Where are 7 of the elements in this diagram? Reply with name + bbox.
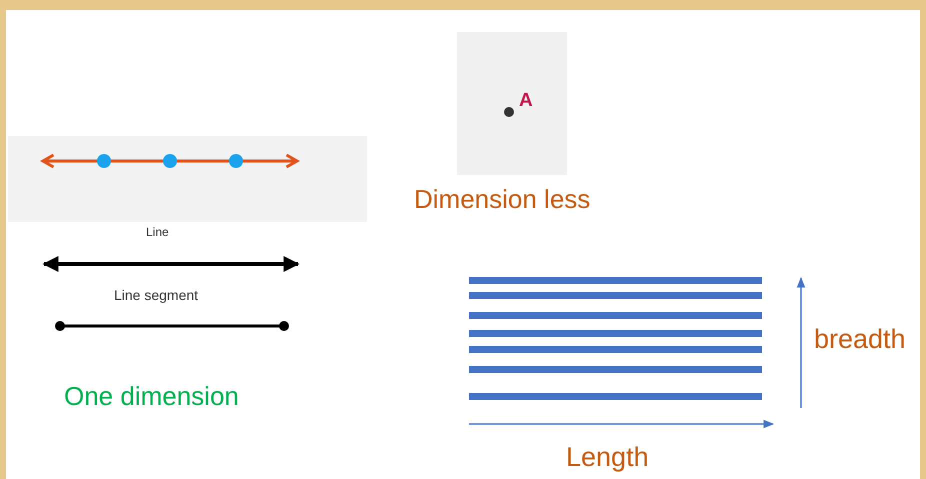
caption: Line segment: [114, 288, 198, 302]
axis-label: Length: [566, 444, 649, 471]
caption: Line: [146, 226, 169, 238]
axis-label: breadth: [814, 326, 906, 353]
point-label: A: [519, 91, 533, 110]
caption: One dimension: [64, 383, 239, 409]
caption: Dimension less: [414, 186, 590, 212]
